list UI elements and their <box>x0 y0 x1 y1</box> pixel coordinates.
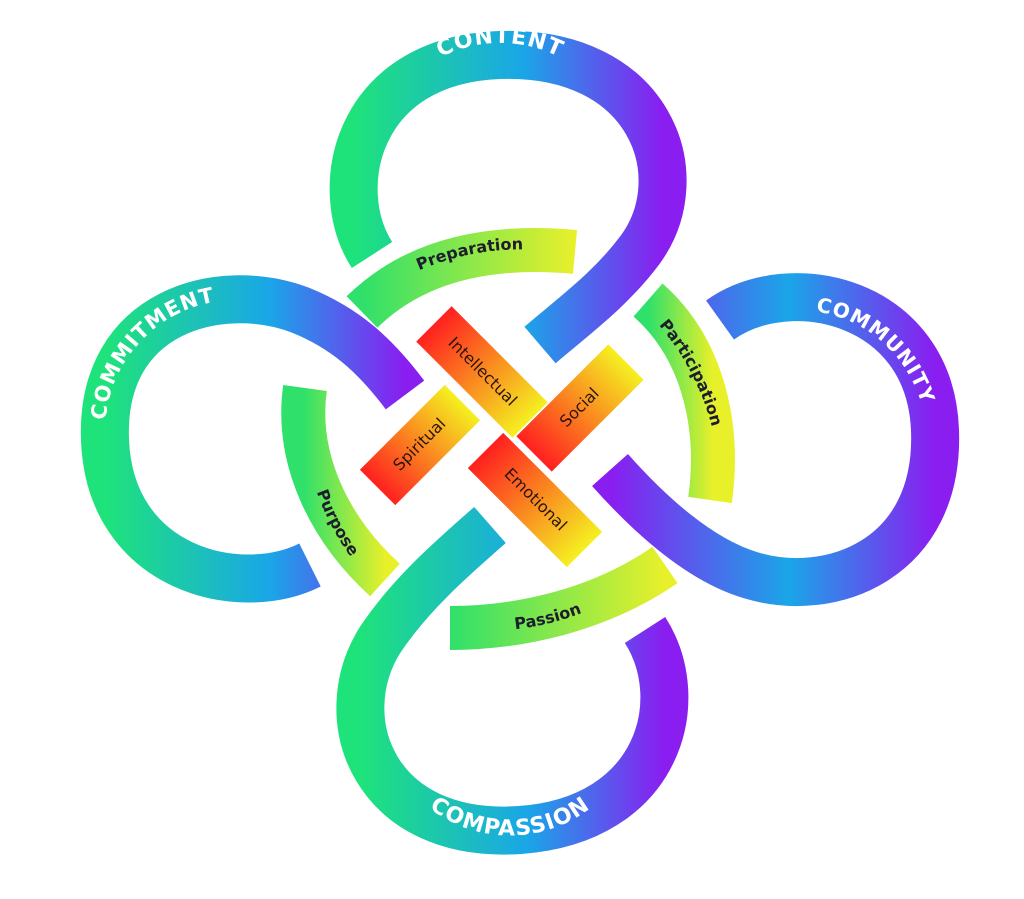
inner-bar-spiritual <box>359 384 481 506</box>
outer-loop-community <box>592 273 960 606</box>
middle-arc-participation <box>632 283 735 504</box>
outer-loop-commitment <box>80 275 425 603</box>
outer-loop-content <box>329 30 687 364</box>
middle-arc-preparation <box>346 228 578 329</box>
inner-bar-intellectual <box>416 306 548 438</box>
middle-arc-purpose <box>281 384 401 597</box>
inner-bar-emotional <box>467 432 603 568</box>
inner-bar-social <box>516 344 644 472</box>
middle-arc-passion <box>449 546 678 650</box>
outer-loop-compassion <box>336 506 689 855</box>
